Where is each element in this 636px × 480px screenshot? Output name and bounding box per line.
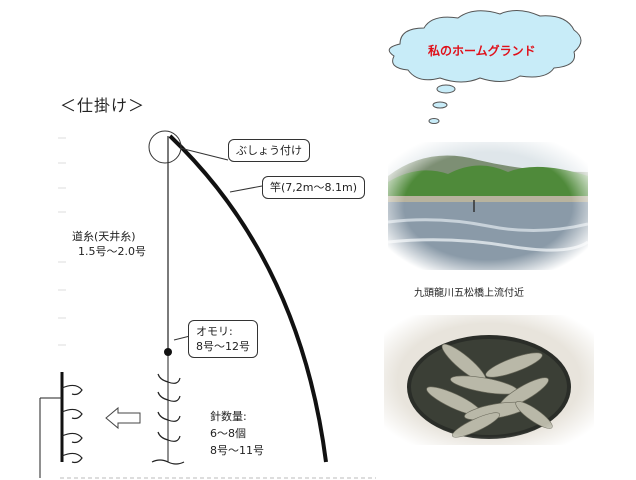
sinker	[164, 348, 172, 356]
photo-caption: 九頭龍川五松橋上流付近	[414, 288, 524, 299]
sinker-callout: オモリ: 8号〜12号	[188, 320, 258, 358]
rod-callout: 竿(7,2m〜8.1m)	[262, 176, 366, 199]
float-callout: ぶしょう付け	[228, 139, 310, 162]
branch-hooks	[61, 384, 83, 464]
hook-label: 針数量: 6〜8個 8号〜11号	[210, 410, 264, 457]
cloud-text: 私のホームグランド	[428, 44, 536, 58]
left-arrow-icon	[105, 406, 141, 430]
rod	[168, 134, 328, 463]
hook-icon	[151, 373, 185, 465]
float-circle	[148, 130, 182, 164]
catch-photo	[384, 315, 594, 445]
thought-cloud	[388, 10, 582, 124]
diagram-title: ＜仕掛け＞	[60, 96, 146, 115]
river-photo	[388, 142, 588, 270]
line-label: 道糸(天井糸) 1.5号〜2.0号	[72, 230, 146, 258]
tick-marks	[58, 137, 66, 346]
